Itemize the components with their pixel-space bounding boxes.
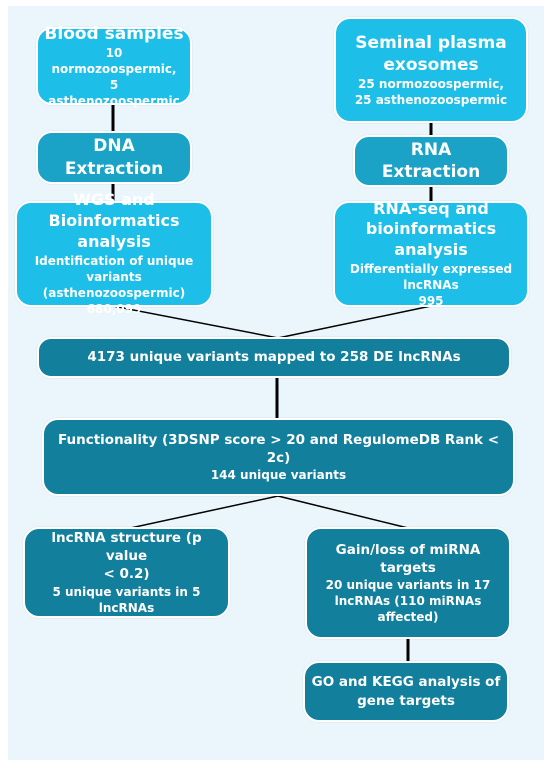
lncrna-structure-line-1: 5 unique variants in 5 (52, 584, 201, 599)
go-kegg-title-line-1: GO and KEGG analysis of (311, 674, 501, 691)
connector-wgs-merge (112, 305, 279, 339)
mirna-targets-line-1: 20 unique variants in 17 (325, 577, 491, 592)
go-kegg-title-line-2: gene targets (357, 692, 455, 709)
blood-samples-box: Blood samples 10 normozoospermic, 5 asth… (36, 24, 192, 108)
wgs-box: WGS and Bioinformatics analysis Identifi… (15, 190, 213, 316)
connector-functionality-mirna (277, 495, 409, 529)
rnaseq-line-3: 995 (418, 294, 444, 309)
rnaseq-title-line-1: RNA-seq and (373, 198, 489, 218)
blood-samples-line-1: 10 normozoospermic, (51, 45, 177, 76)
wgs-line-1: Identification of unique (34, 253, 194, 268)
mirna-targets-line-3: affected) (377, 610, 439, 625)
seminal-plasma-title-line-1: Seminal plasma (355, 32, 507, 53)
functionality-title: Functionality (3DSNP score > 20 and Regu… (57, 431, 500, 466)
mirna-targets-line-2: lncRNAs (110 miRNAs (334, 594, 482, 609)
seminal-plasma-line-1: 25 normozoospermic, (358, 76, 504, 91)
seminal-plasma-title-line-2: exosomes (383, 54, 479, 75)
wgs-line-3: 680,099 (86, 302, 142, 317)
lncrna-structure-line-2: lncRNAs (98, 600, 155, 615)
mirna-targets-title-line-1: Gain/loss of miRNA (335, 541, 481, 558)
mapped-variants-box: 4173 unique variants mapped to 258 DE ln… (37, 337, 511, 378)
dna-extraction-title: DNA Extraction (64, 136, 164, 179)
lncrna-structure-title-line-1: lncRNA structure (p value (51, 529, 202, 565)
wgs-title-line-2: analysis (77, 232, 151, 252)
mirna-targets-title-line-2: targets (380, 559, 436, 576)
rnaseq-title-line-2: bioinformatics analysis (365, 219, 497, 260)
seminal-plasma-box: Seminal plasma exosomes 25 normozoosperm… (334, 17, 528, 123)
blood-samples-title: Blood samples (44, 23, 184, 44)
seminal-plasma-line-2: 25 asthenozoospermic (354, 93, 508, 108)
dna-extraction-box: DNA Extraction (36, 131, 192, 184)
lncrna-structure-title-line-2: < 0.2) (103, 566, 150, 583)
connector-rnaseq-merge (277, 305, 432, 339)
functionality-line-1: 144 unique variants (210, 468, 347, 483)
functionality-box: Functionality (3DSNP score > 20 and Regu… (42, 418, 515, 496)
rnaseq-line-2: lncRNAs (403, 278, 459, 293)
rna-extraction-box: RNA Extraction (353, 135, 509, 187)
rnaseq-box: RNA-seq and bioinformatics analysis Diff… (333, 198, 529, 309)
wgs-title-line-1: WGS and Bioinformatics (48, 190, 180, 231)
wgs-line-2: variants (asthenozoospermic) (42, 270, 186, 301)
mirna-targets-box: Gain/loss of miRNA targets 20 unique var… (305, 527, 511, 639)
lncrna-structure-box: lncRNA structure (p value < 0.2) 5 uniqu… (23, 527, 230, 618)
mapped-variants-title: 4173 unique variants mapped to 258 DE ln… (87, 349, 461, 366)
blood-samples-line-2: 5 asthenozoospermic (48, 78, 180, 109)
rna-extraction-title: RNA Extraction (381, 139, 481, 182)
rnaseq-line-1: Differentially expressed (349, 261, 513, 276)
connector-functionality-structure (125, 495, 279, 530)
go-kegg-box: GO and KEGG analysis of gene targets (303, 661, 509, 722)
